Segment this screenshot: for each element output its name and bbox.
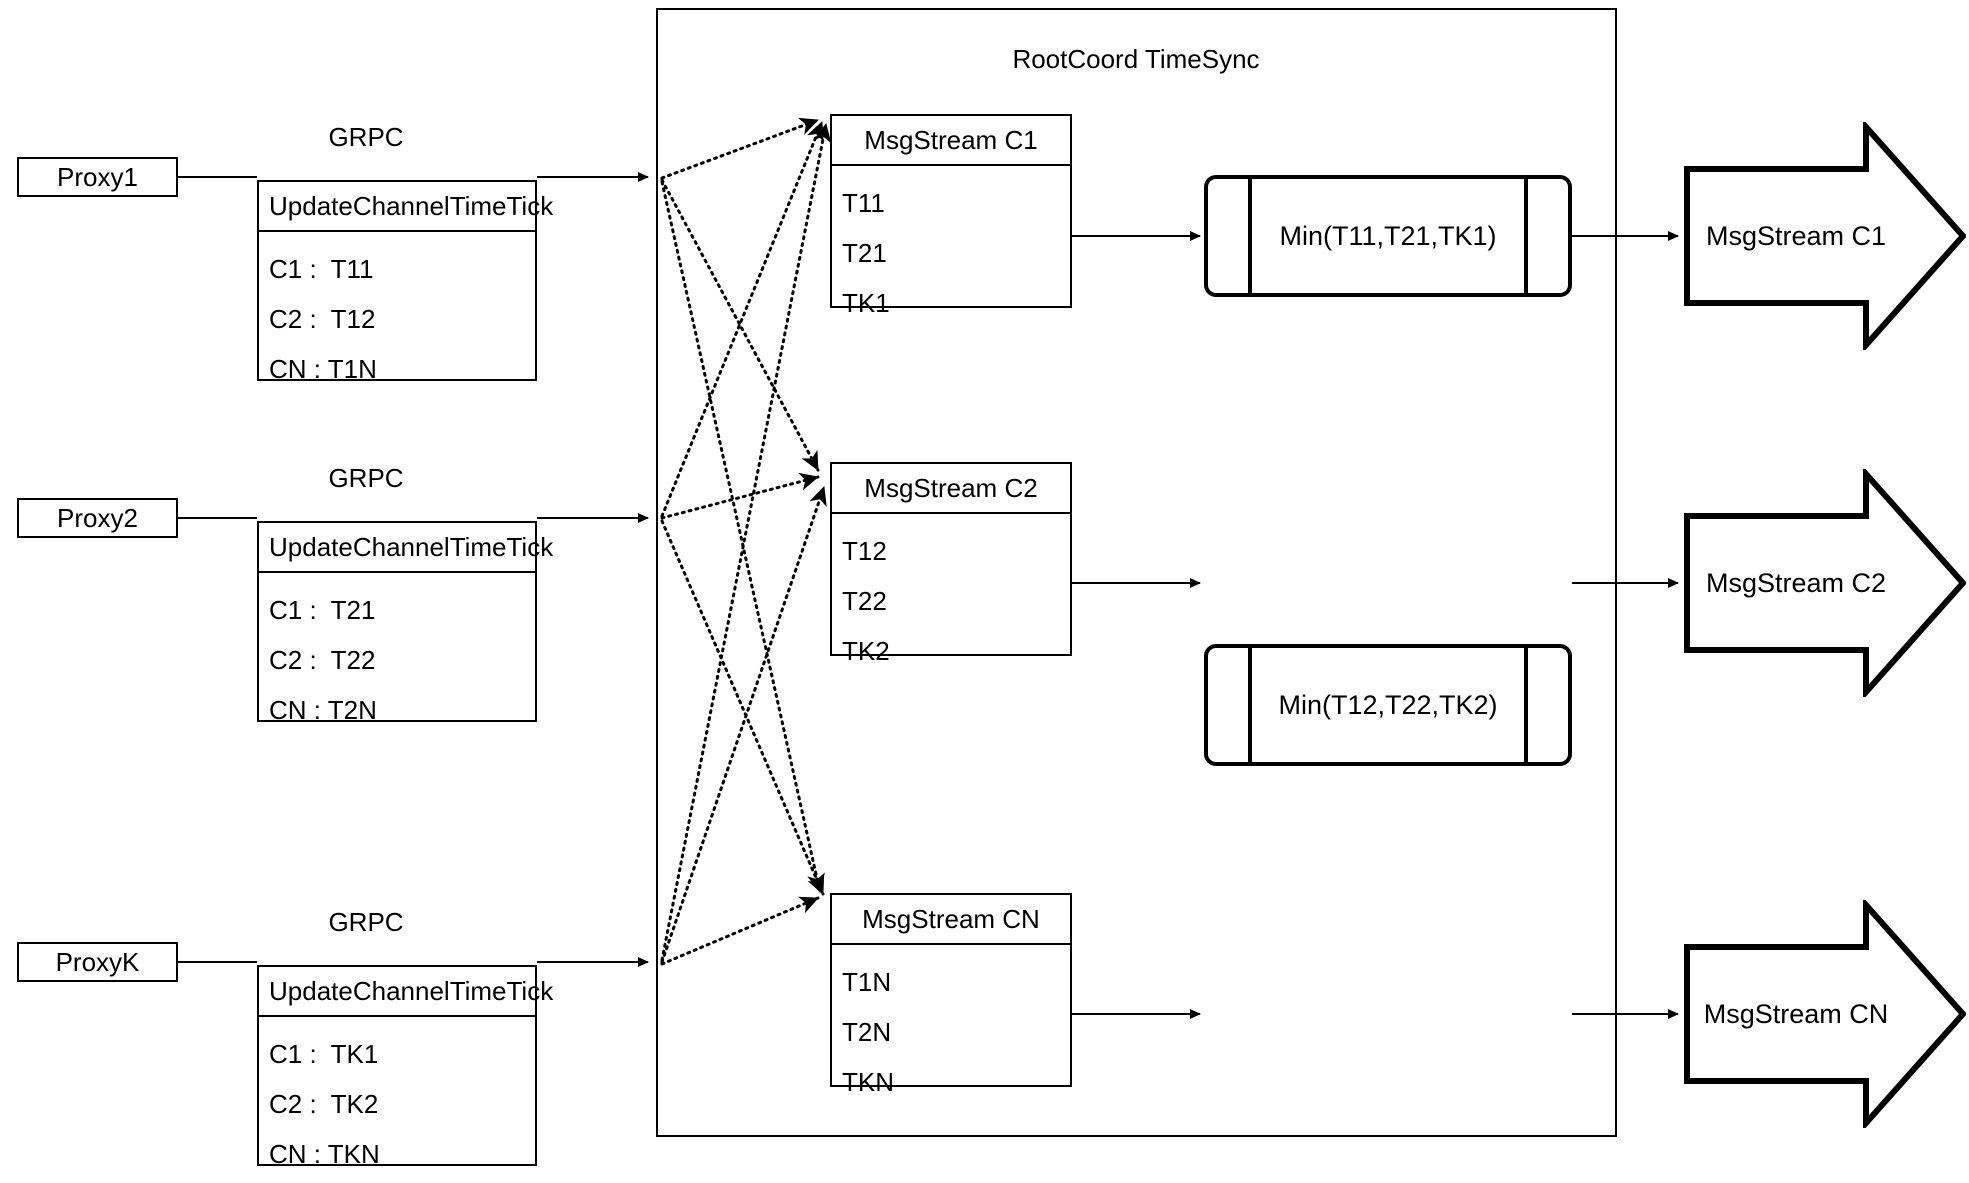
msgstream-body: T1N T2N TKN <box>832 945 1070 1107</box>
min-process-label: Min(T11,T21,TK1) <box>1279 220 1497 251</box>
output-label: MsgStream C2 <box>1705 567 1887 598</box>
table-row: TK1 <box>842 287 890 318</box>
table-row: C1 : T11 <box>269 253 374 284</box>
table-row: CN : T2N <box>269 694 377 725</box>
output-label: MsgStream C1 <box>1705 220 1887 251</box>
table-body: C1 : T21 C2 : T22 CN : T2N <box>259 573 535 735</box>
msgstream-box-c1: MsgStream C1 T11 T21 TK1 <box>830 114 1072 318</box>
table-row: T22 <box>842 585 887 616</box>
block-arrow-shape <box>1684 469 1966 697</box>
table-header: UpdateChannelTimeTick <box>259 182 553 232</box>
table-row: C1 : TK1 <box>269 1038 379 1069</box>
msgstream-box-c2: MsgStream C2 T12 T22 TK2 <box>830 462 1072 666</box>
proxy-label: ProxyK <box>55 947 140 977</box>
update-channel-timetick-table-k: UpdateChannelTimeTick C1 : TK1 C2 : TK2 … <box>257 965 553 1169</box>
table-header: UpdateChannelTimeTick <box>259 523 553 573</box>
msgstream-header: MsgStream CN <box>832 895 1070 945</box>
table-row: C2 : TK2 <box>269 1088 379 1119</box>
table-row: TK2 <box>842 635 890 666</box>
msgstream-header: MsgStream C2 <box>832 464 1070 514</box>
min-process-c1: Min(T11,T21,TK1) <box>1204 175 1572 297</box>
block-arrow-shape <box>1684 122 1966 350</box>
table-row: C2 : T12 <box>269 303 376 334</box>
msgstream-body: T11 T21 TK1 <box>832 166 1070 328</box>
table-body: C1 : TK1 C2 : TK2 CN : TKN <box>259 1017 535 1179</box>
msgstream-header: MsgStream C1 <box>832 116 1070 166</box>
msgstream-box-cn: MsgStream CN T1N T2N TKN <box>830 893 1072 1097</box>
grpc-label-k: GRPC <box>328 907 404 937</box>
output-arrow-cn: MsgStream CN <box>1684 900 1966 1128</box>
msgstream-body: T12 T22 TK2 <box>832 514 1070 676</box>
proxy-box-1[interactable]: Proxy1 <box>17 157 178 197</box>
table-row: CN : TKN <box>269 1138 380 1169</box>
table-row: CN : T1N <box>269 353 377 384</box>
proxy-box-k[interactable]: ProxyK <box>17 942 178 982</box>
proxy-label: Proxy2 <box>57 503 138 533</box>
table-row: T2N <box>842 1016 892 1047</box>
table-row: C2 : T22 <box>269 644 376 675</box>
table-header: UpdateChannelTimeTick <box>259 967 553 1017</box>
grpc-label-1: GRPC <box>328 122 404 152</box>
update-channel-timetick-table-2: UpdateChannelTimeTick C1 : T21 C2 : T22 … <box>257 521 553 725</box>
rootcoord-timesync-container <box>656 8 1617 1137</box>
proxy-label: Proxy1 <box>57 162 138 192</box>
table-body: C1 : T11 C2 : T12 CN : T1N <box>259 232 535 394</box>
min-process-label: Min(T12,T22,TK2) <box>1278 689 1498 720</box>
table-row: T12 <box>842 535 887 566</box>
container-title: RootCoord TimeSync <box>1012 44 1260 74</box>
output-label: MsgStream CN <box>1703 998 1889 1029</box>
table-row: C1 : T21 <box>269 594 376 625</box>
block-arrow-shape <box>1684 900 1966 1128</box>
proxy-box-2[interactable]: Proxy2 <box>17 498 178 538</box>
output-arrow-c1: MsgStream C1 <box>1684 122 1966 350</box>
table-row: T11 <box>842 187 885 218</box>
min-process-c2: Min(T12,T22,TK2) <box>1204 644 1572 766</box>
table-row: T1N <box>842 966 892 997</box>
table-row: T21 <box>842 237 887 268</box>
output-arrow-c2: MsgStream C2 <box>1684 469 1966 697</box>
table-row: TKN <box>842 1066 894 1097</box>
grpc-label-2: GRPC <box>328 463 404 493</box>
update-channel-timetick-table-1: UpdateChannelTimeTick C1 : T11 C2 : T12 … <box>257 180 553 384</box>
